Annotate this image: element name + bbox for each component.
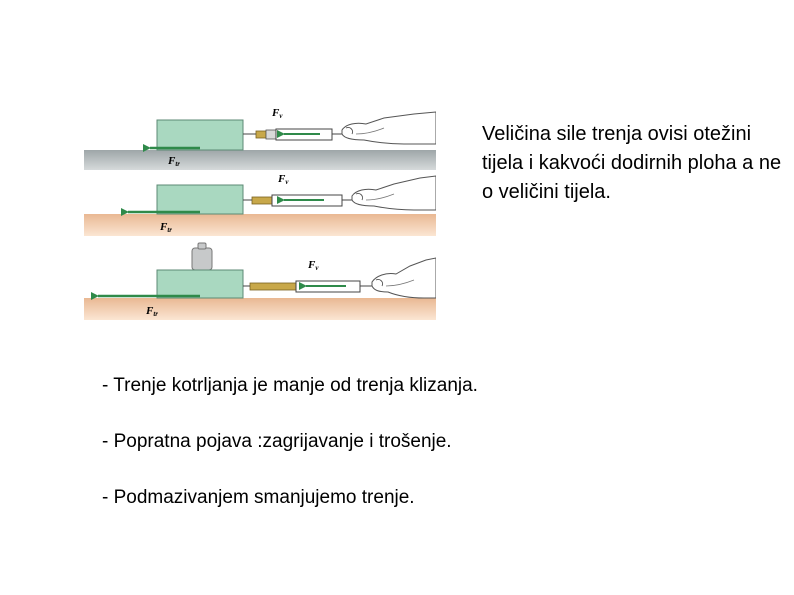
main-statement: Veličina sile trenja ovisi otežini tijel…	[482, 123, 782, 203]
weight-icon	[191, 242, 213, 271]
bullet-item: - Popratna pojava :zagrijavanje i trošen…	[102, 431, 452, 452]
surface-wood	[84, 298, 436, 320]
bullet-item: - Podmazivanjem smanjujemo trenje.	[102, 487, 415, 508]
hand-icon	[371, 257, 436, 299]
surface-gray	[84, 150, 436, 170]
friction-force-label: Ftr	[167, 155, 180, 168]
pull-force-label: Fv	[307, 259, 319, 272]
block	[156, 184, 244, 215]
bullet-item: - Trenje kotrljanja je manje od trenja k…	[102, 375, 478, 396]
friction-force-label: Ftr	[159, 221, 172, 234]
surface-wood	[84, 214, 436, 236]
hand-icon	[351, 175, 436, 211]
experiment-row-3: Fv Ftr	[84, 242, 436, 320]
pull-force-label: Fv	[271, 107, 283, 120]
block	[156, 269, 244, 299]
experiment-row-1: Fv Ftr	[84, 107, 436, 170]
bullet-list: - Trenje kotrljanja je manje od trenja k…	[102, 372, 762, 540]
hand-icon	[341, 111, 436, 145]
block	[156, 119, 244, 151]
experiment-row-2: Fv Ftr	[84, 173, 436, 236]
friction-force-label: Ftr	[145, 305, 158, 318]
pull-force-label: Fv	[277, 173, 289, 186]
friction-experiment-figure: Fv Ftr Fv Ftr	[84, 107, 436, 320]
